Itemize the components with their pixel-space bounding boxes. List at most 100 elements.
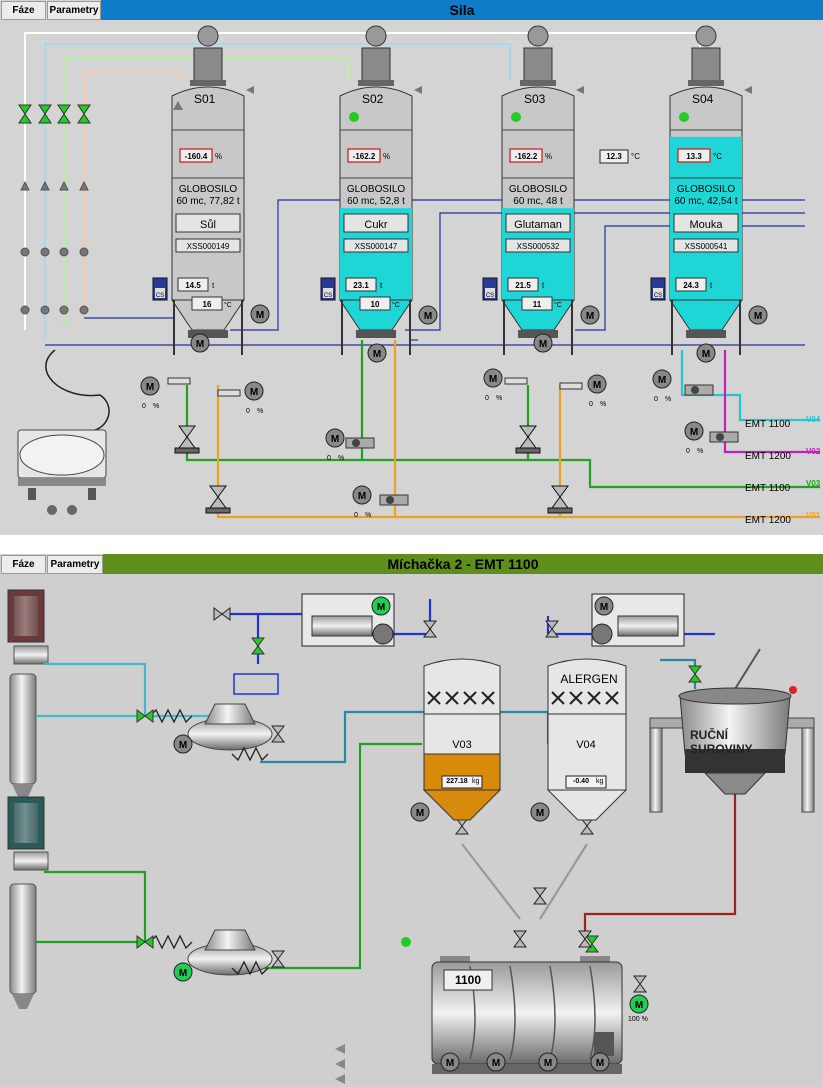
svg-text:M: M xyxy=(256,310,264,321)
svg-text:M: M xyxy=(196,339,204,350)
motor-icon[interactable]: M0% xyxy=(352,485,372,519)
panel-title-2: Míchačka 2 - EMT 1100 xyxy=(103,554,823,574)
tab-faze-2[interactable]: Fáze xyxy=(1,555,46,574)
valve-group[interactable] xyxy=(18,104,91,124)
material-field[interactable] xyxy=(343,213,409,233)
rotary-valve-icon xyxy=(345,437,375,449)
motor-icon[interactable]: M xyxy=(533,333,553,353)
svg-text:M: M xyxy=(250,387,258,398)
motor-percent: 0 xyxy=(142,403,146,410)
silo-temp-unit: °C xyxy=(224,301,232,309)
motor-icon[interactable]: M0% xyxy=(587,374,607,408)
material-field[interactable] xyxy=(505,213,571,233)
hopper-v04[interactable] xyxy=(546,658,628,821)
motor-percent-unit: % xyxy=(600,401,606,408)
v03-weight-unit: kg xyxy=(472,778,480,785)
motor-icon[interactable]: M xyxy=(594,596,614,616)
motor-percent-unit: % xyxy=(153,403,159,410)
motor-icon[interactable]: M0% xyxy=(684,421,704,455)
motor-icon[interactable]: M xyxy=(173,734,193,754)
motor-icon[interactable]: M xyxy=(440,1052,460,1072)
motor-icon[interactable]: M xyxy=(250,304,270,324)
motor-icon[interactable]: M xyxy=(590,1052,610,1072)
cs-icon[interactable]: CS xyxy=(650,277,666,301)
cs-icon[interactable]: CS xyxy=(320,277,336,301)
motor-percent: 0 xyxy=(485,395,489,402)
motor-icon[interactable]: M 0% xyxy=(244,381,264,415)
svg-text:M: M xyxy=(635,1000,643,1011)
motor-percent: 0 xyxy=(589,401,593,408)
screw-feeder-1 xyxy=(149,703,273,762)
cs-icon[interactable]: CS xyxy=(482,277,498,301)
mixer-speed: 100 % xyxy=(628,1016,648,1023)
motor-icon[interactable]: M xyxy=(418,305,438,325)
silo-percent: -160.4 xyxy=(185,152,208,161)
motor-percent: 0 xyxy=(246,408,250,415)
cs-icon[interactable]: CS xyxy=(152,277,168,301)
motor-icon[interactable]: M xyxy=(173,962,193,982)
cs-label: CS xyxy=(156,293,164,299)
svg-text:M: M xyxy=(596,1058,604,1069)
silo-weight-unit: t xyxy=(710,281,713,290)
silo-id: S04 xyxy=(692,92,714,106)
valve-group-2[interactable] xyxy=(136,637,702,953)
svg-text:M: M xyxy=(754,311,762,322)
svg-text:M: M xyxy=(600,602,608,613)
v04-label: V04 xyxy=(576,739,596,751)
tanker-truck-icon xyxy=(17,349,110,515)
motor-icon[interactable]: M xyxy=(190,333,210,353)
svg-text:M: M xyxy=(179,968,187,979)
motor-icon[interactable]: M xyxy=(371,596,391,616)
material-field[interactable] xyxy=(673,213,739,233)
motor-icon[interactable]: M xyxy=(748,305,768,325)
screw-feeder-2 xyxy=(149,929,273,976)
motor-percent-unit: % xyxy=(257,408,263,415)
silo-percent-unit: % xyxy=(383,152,390,161)
rotary-valve-icon xyxy=(709,431,739,443)
motor-icon[interactable]: M 0% xyxy=(140,376,160,410)
motor-icon[interactable]: M0% xyxy=(483,368,503,402)
motor-percent-unit: % xyxy=(338,455,344,462)
motor-icon[interactable]: M0% xyxy=(652,369,672,403)
svg-text:M: M xyxy=(586,311,594,322)
silo-type: GLOBOSILO xyxy=(347,184,406,195)
motor-percent-unit: % xyxy=(697,448,703,455)
motor-icon[interactable]: M xyxy=(410,802,430,822)
tab-parametry[interactable]: Parametry xyxy=(47,1,101,20)
rotary-valve-icon xyxy=(379,494,409,506)
silo-material: Cukr xyxy=(364,219,388,231)
material-field[interactable] xyxy=(175,213,241,233)
motor-icon[interactable]: M0% xyxy=(325,428,345,462)
tab-faze[interactable]: Fáze xyxy=(1,1,46,20)
motor-icon[interactable]: M xyxy=(580,305,600,325)
silo-percent-unit: % xyxy=(545,152,552,161)
hopper-v03[interactable] xyxy=(422,658,502,821)
mixer-1100[interactable] xyxy=(431,956,623,1074)
svg-text:M: M xyxy=(416,808,424,819)
manual-ingredients-kettle[interactable] xyxy=(649,648,815,813)
rotary-valve-icon xyxy=(684,384,714,396)
conveyor-icon xyxy=(167,377,191,385)
motor-icon[interactable]: M xyxy=(538,1052,558,1072)
cs-label: CS xyxy=(486,293,494,299)
v04-weight-unit: kg xyxy=(596,778,604,785)
motor-icon[interactable]: M xyxy=(696,343,716,363)
line-label: EMT 1200 xyxy=(745,515,791,526)
silo-id: S01 xyxy=(194,92,216,106)
status-ok-icon xyxy=(679,112,689,122)
silo-weight: 21.5 xyxy=(515,281,531,290)
motor-icon[interactable]: M xyxy=(629,994,649,1014)
motor-icon[interactable]: M xyxy=(367,343,387,363)
svg-text:M: M xyxy=(539,339,547,350)
motor-percent: 0 xyxy=(654,396,658,403)
tab-parametry-2[interactable]: Parametry xyxy=(47,555,103,574)
motor-percent: 0 xyxy=(686,448,690,455)
motor-percent-unit: % xyxy=(365,512,371,519)
svg-text:M: M xyxy=(146,382,154,393)
motor-icon[interactable]: M xyxy=(530,802,550,822)
motor-icon[interactable]: M xyxy=(486,1052,506,1072)
